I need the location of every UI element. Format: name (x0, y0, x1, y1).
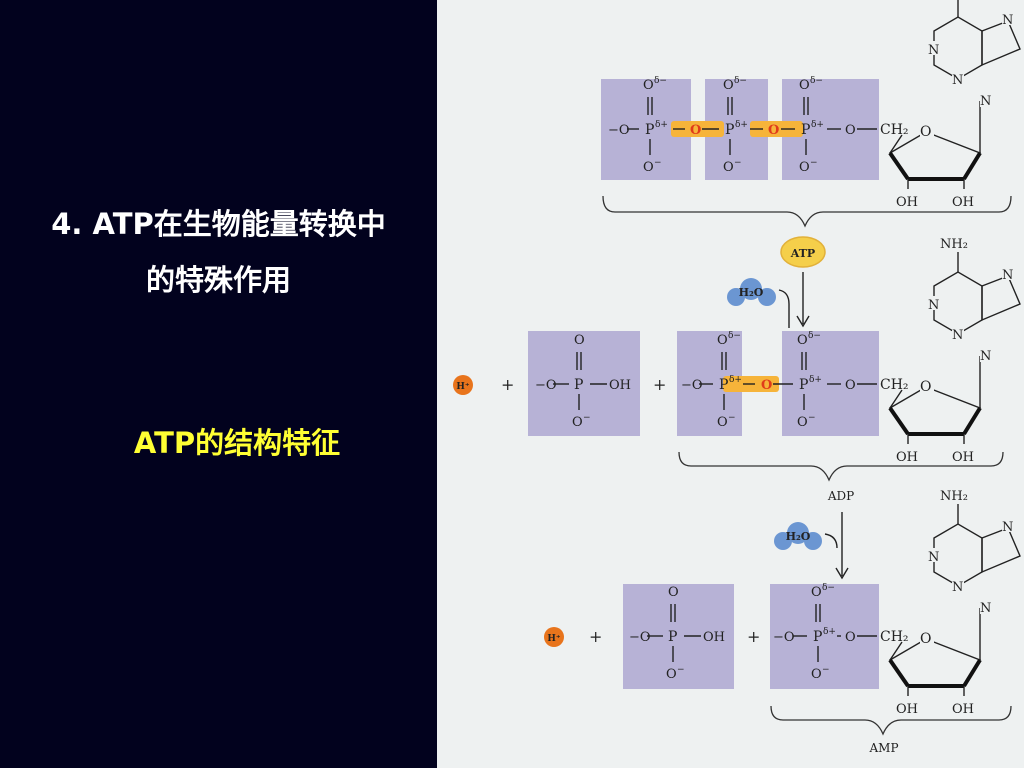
svg-text:O: O (845, 123, 856, 138)
diagram-svg: CH₂ O OH OH NH₂ N N N N (453, 0, 1022, 755)
svg-text:−O: −O (629, 630, 651, 645)
water-icon: H₂O (727, 278, 776, 306)
down-arrow-icon (796, 272, 810, 328)
amp-row: H⁺ + −O OH + −O O AMP (544, 487, 1022, 755)
atp-hydrolysis-diagram: CH₂ O OH OH NH₂ N N N N (437, 0, 1024, 768)
svg-text:−O: −O (535, 378, 557, 393)
atp-badge: ATP (780, 236, 826, 268)
svg-text:+: + (747, 627, 760, 646)
slide-title: 4. ATP在生物能量转换中 的特殊作用 (0, 196, 437, 308)
svg-text:OH: OH (609, 378, 631, 393)
svg-text:H₂O: H₂O (786, 530, 811, 543)
adp-label: ADP (827, 489, 854, 503)
svg-text:−O: −O (773, 630, 795, 645)
svg-text:OH: OH (703, 630, 725, 645)
svg-text:+: + (589, 627, 602, 646)
svg-text:O: O (690, 123, 701, 138)
svg-text:+: + (653, 375, 666, 394)
slide-subtitle: ATP的结构特征 (133, 426, 341, 460)
svg-text:O: O (768, 123, 779, 138)
svg-text:O: O (845, 378, 856, 393)
slide-title-line-2: 的特殊作用 (145, 263, 291, 297)
svg-text:−O: −O (608, 123, 630, 138)
adp-row: H⁺ + −O OH + −O O O ADP (453, 235, 1022, 503)
svg-text:O: O (761, 378, 772, 393)
svg-text:H₂O: H₂O (739, 286, 764, 299)
title-panel: 4. ATP在生物能量转换中 的特殊作用 ATP的结构特征 (0, 0, 437, 768)
svg-text:−O: −O (681, 378, 703, 393)
water-icon-2: H₂O (774, 522, 822, 550)
atp-molecule: −O O O O (601, 0, 1022, 228)
svg-text:H⁺: H⁺ (456, 382, 470, 392)
down-arrow-icon-2 (835, 512, 849, 580)
hydrolysis-arrow (778, 289, 790, 328)
atp-label: ATP (790, 247, 815, 260)
svg-text:+: + (501, 375, 514, 394)
svg-text:O: O (845, 630, 856, 645)
slide-title-line-1: 4. ATP在生物能量转换中 (51, 207, 386, 241)
amp-label: AMP (868, 741, 898, 755)
hydrolysis-arrow-2 (824, 533, 838, 549)
svg-text:H⁺: H⁺ (547, 634, 561, 644)
